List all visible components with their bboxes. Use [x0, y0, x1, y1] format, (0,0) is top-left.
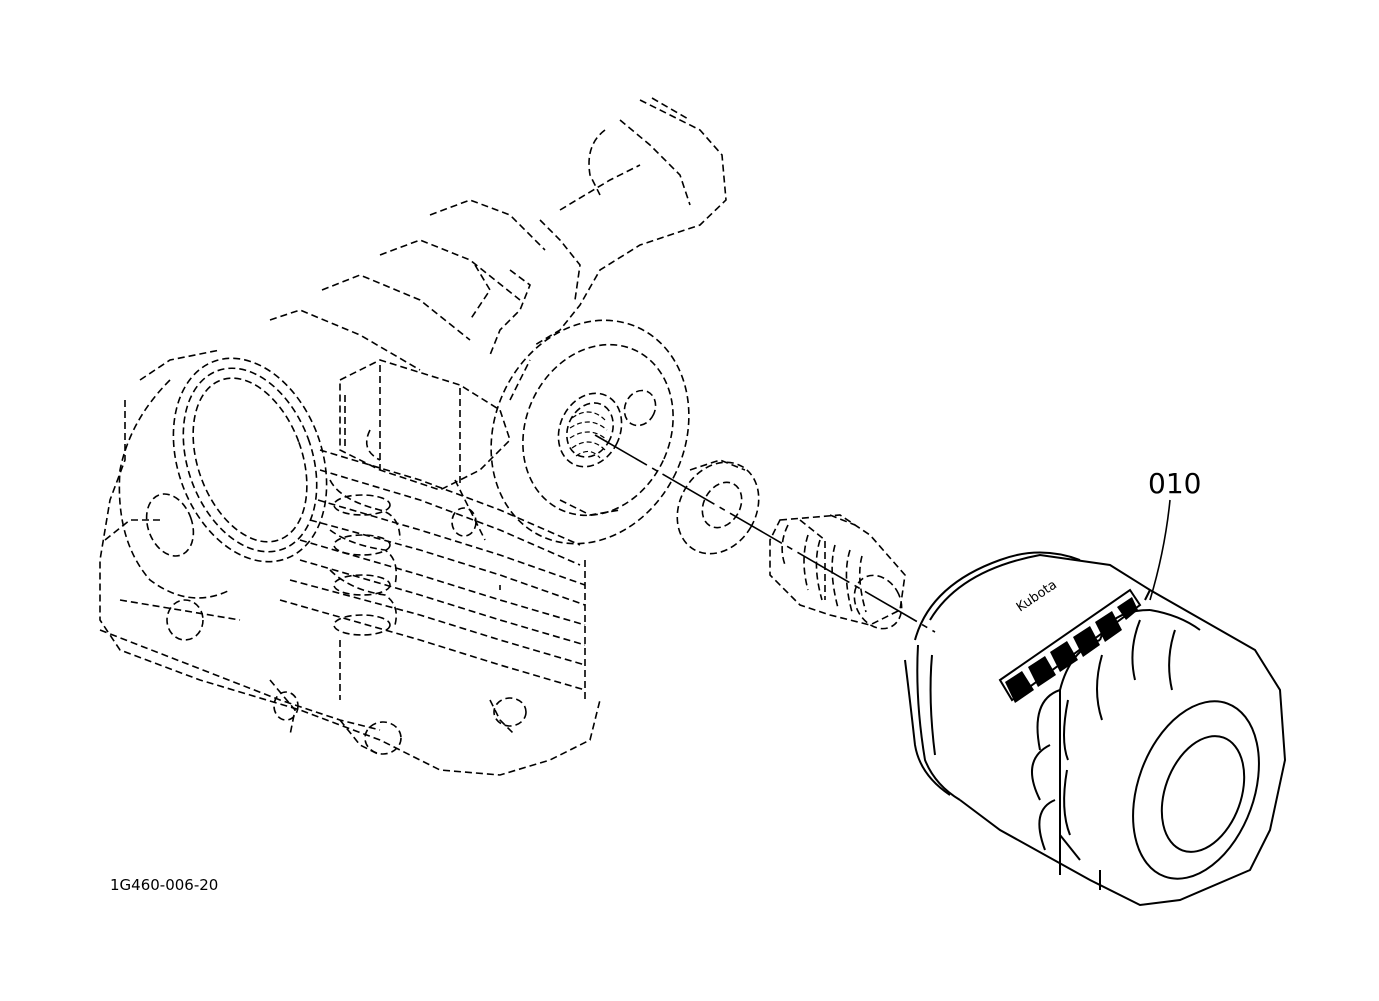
part-callout-label: 010	[1148, 467, 1201, 500]
gasket	[676, 459, 760, 555]
oil-filter	[904, 551, 1287, 907]
assembly-axis-line	[594, 434, 936, 633]
filter-logo-band	[998, 588, 1142, 703]
engine-block	[99, 97, 727, 776]
pipe-nipple	[769, 514, 906, 630]
part-callout-leader	[1149, 499, 1171, 601]
mount-thread	[569, 411, 608, 459]
filter-brand-text: Kubota	[1014, 577, 1060, 615]
drawing-code: 1G460-006-20	[110, 876, 218, 894]
